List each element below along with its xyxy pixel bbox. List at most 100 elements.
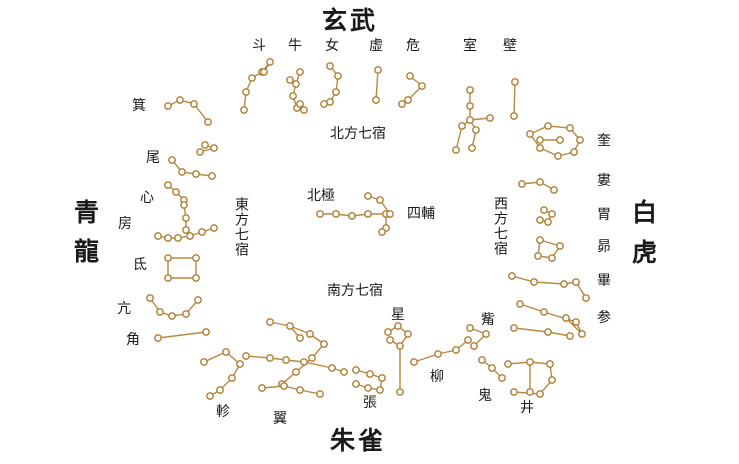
star xyxy=(210,224,218,232)
star xyxy=(540,308,548,316)
star xyxy=(570,148,578,156)
star xyxy=(576,136,584,144)
mansion-wei-tail: 尾 xyxy=(146,150,160,166)
star xyxy=(498,374,506,382)
star xyxy=(334,72,342,80)
mansion-shi: 室 xyxy=(463,38,477,54)
star xyxy=(536,178,544,186)
constellation-line xyxy=(513,327,571,337)
region-north: 北方七宿 xyxy=(330,126,386,142)
star xyxy=(404,96,412,104)
star xyxy=(526,130,534,138)
star xyxy=(404,330,412,338)
star xyxy=(511,78,519,86)
star xyxy=(186,232,194,240)
star xyxy=(190,100,198,108)
constellation-fangbox xyxy=(164,254,200,282)
star xyxy=(292,368,300,376)
star xyxy=(410,358,418,366)
star xyxy=(208,172,216,180)
star xyxy=(320,340,328,348)
star xyxy=(536,144,544,152)
mansion-liu: 柳 xyxy=(430,369,444,385)
star xyxy=(386,210,394,218)
star xyxy=(482,330,490,338)
star xyxy=(536,136,544,144)
constellation-zhen xyxy=(200,348,244,400)
star xyxy=(204,118,212,126)
star xyxy=(242,352,250,360)
star xyxy=(536,390,544,398)
star xyxy=(178,168,186,176)
star xyxy=(192,170,200,178)
star xyxy=(544,218,552,226)
star xyxy=(510,388,518,396)
star xyxy=(548,210,556,218)
constellation-kui xyxy=(526,122,584,160)
constellation-mao xyxy=(534,236,564,262)
star xyxy=(530,278,538,286)
star xyxy=(300,106,308,114)
star xyxy=(182,310,190,318)
star xyxy=(164,254,172,262)
constellation-xing xyxy=(384,322,412,396)
polaris-label: 北極 xyxy=(307,188,335,204)
constellation-dou xyxy=(240,58,274,114)
star xyxy=(266,318,274,326)
star xyxy=(566,124,574,132)
star xyxy=(292,80,300,88)
constellation-bei xyxy=(316,192,394,236)
star xyxy=(374,66,382,74)
constellation-line xyxy=(261,385,321,395)
star xyxy=(378,374,386,382)
star xyxy=(154,334,162,342)
star xyxy=(296,68,304,76)
star xyxy=(364,384,372,392)
star xyxy=(352,380,360,388)
star xyxy=(154,232,162,240)
constellation-ji xyxy=(164,96,218,156)
star xyxy=(396,342,404,350)
mansion-xing: 星 xyxy=(391,307,405,323)
star xyxy=(192,274,200,282)
star xyxy=(470,342,478,350)
star xyxy=(572,278,580,286)
star xyxy=(164,102,172,110)
star xyxy=(156,308,164,316)
mansion-bi: 壁 xyxy=(503,38,517,54)
star xyxy=(508,272,516,280)
mansion-ji: 箕 xyxy=(132,98,146,114)
star xyxy=(228,374,236,382)
star xyxy=(196,148,204,156)
constellation-line xyxy=(375,69,379,101)
star xyxy=(378,228,386,236)
constellation-line xyxy=(167,257,197,279)
region-west: 西方七宿 xyxy=(492,196,508,256)
star xyxy=(146,294,154,302)
star xyxy=(398,100,406,108)
star xyxy=(332,210,340,218)
star xyxy=(296,334,304,342)
star xyxy=(216,386,224,394)
star xyxy=(198,228,206,236)
star xyxy=(548,376,556,384)
star xyxy=(248,74,256,82)
star xyxy=(544,122,552,130)
star xyxy=(504,360,512,368)
star xyxy=(240,106,248,114)
constellation-line xyxy=(469,119,477,149)
star xyxy=(222,348,230,356)
star xyxy=(164,234,172,242)
star xyxy=(376,386,384,394)
mansion-lou: 婁 xyxy=(597,173,611,189)
star xyxy=(266,58,274,66)
star xyxy=(320,100,328,108)
star xyxy=(332,88,340,96)
star xyxy=(202,328,210,336)
star xyxy=(464,336,472,344)
star xyxy=(348,212,356,220)
star xyxy=(308,354,316,362)
star xyxy=(384,328,392,336)
star xyxy=(572,318,580,326)
star xyxy=(340,368,348,376)
